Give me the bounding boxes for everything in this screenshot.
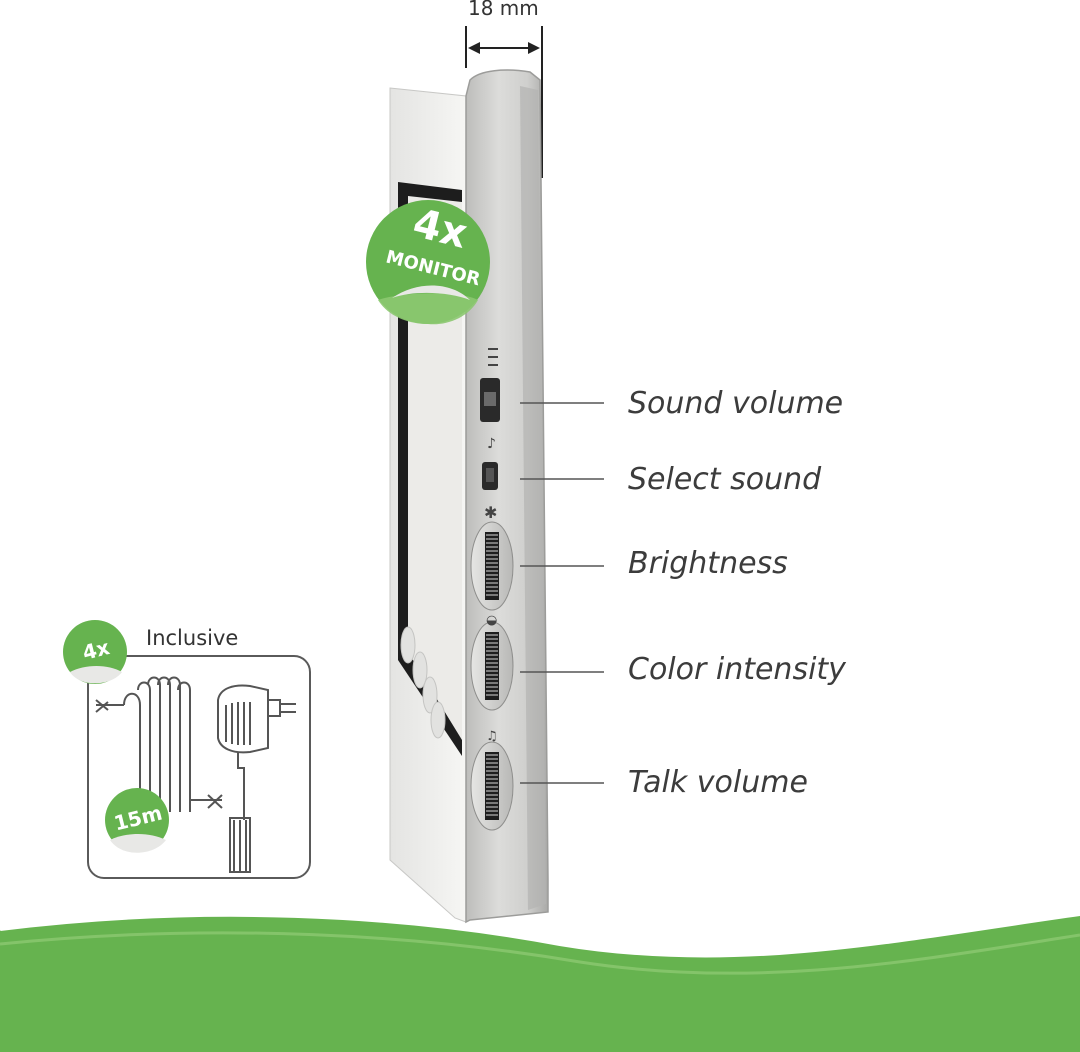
control-label-3: Color intensity (628, 652, 846, 687)
label-leader-lines (520, 402, 604, 784)
control-label-2: Brightness (628, 546, 788, 581)
monitor-badge (366, 200, 490, 325)
green-wave-background (0, 910, 1080, 1052)
thumb-wheel-2[interactable] (470, 521, 514, 611)
cable-coil-icon (95, 676, 223, 812)
svg-text:✱: ✱ (484, 503, 497, 522)
thumb-wheel-3[interactable] (470, 621, 514, 711)
depth-dimension-marker (465, 26, 543, 178)
power-adapter-icon (217, 684, 296, 873)
thumb-wheel-4[interactable] (470, 741, 514, 831)
inclusive-box (63, 620, 311, 879)
control-label-1: Select sound (628, 462, 822, 497)
adjustment-wheels: ◒♫ (470, 521, 514, 831)
depth-dimension-label: 18 mm (468, 0, 539, 20)
control-label-0: Sound volume (628, 386, 844, 421)
color-icon: ◒ (486, 613, 497, 628)
talk-icon: ♫ (486, 729, 498, 744)
control-label-4: Talk volume (628, 765, 808, 800)
inclusive-title: Inclusive (146, 626, 239, 650)
svg-text:♪: ♪ (487, 436, 496, 452)
